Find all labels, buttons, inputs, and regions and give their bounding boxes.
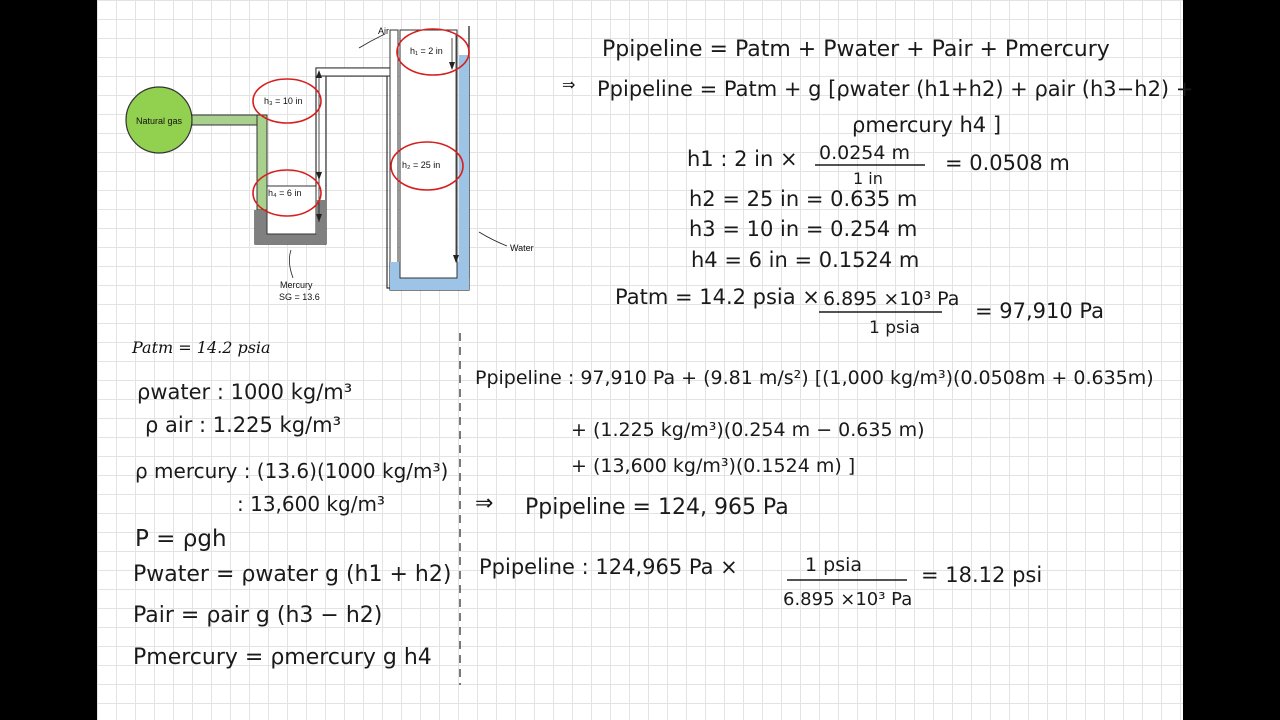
gas-riser — [256, 114, 268, 211]
water-column — [459, 55, 469, 285]
mercury-pointer — [289, 249, 294, 279]
pipeline-calc-line1: Ppipeline : 97,910 Pa + (9.81 m/s²) [(1,… — [475, 367, 1154, 389]
h2-circle — [390, 141, 464, 191]
h1-conversion-lhs: h1 : 2 in × — [687, 147, 798, 171]
h1-conversion-num: 0.0254 m — [819, 142, 910, 164]
h3-circle — [252, 78, 322, 124]
rho-mercury-result: : 13,600 kg/m³ — [237, 492, 385, 516]
h1-conversion-rhs: = 0.0508 m — [945, 151, 1070, 175]
implies-arrow-2: ⇒ — [475, 491, 493, 516]
hydrostatic-formula: P = ρgh — [135, 526, 227, 552]
notes-page: Natural gas h₃ = 10 in — [97, 0, 1193, 720]
mercury-inner — [266, 185, 317, 235]
p-water-formula: Pwater = ρwater g (h1 + h2) — [133, 562, 451, 587]
p-mercury-formula: Pmercury = ρmercury g h4 — [133, 645, 432, 670]
patm-given: Patm = 14.2 psia — [131, 338, 271, 357]
pipeline-conv-num: 1 psia — [805, 554, 862, 576]
h1-circle — [396, 28, 470, 76]
air-label: Air — [378, 26, 389, 36]
h2-label: h₂ = 25 in — [402, 160, 440, 170]
natural-gas-tank — [125, 86, 193, 154]
h3-label: h₃ = 10 in — [264, 96, 302, 106]
pipeline-conv-rhs: = 18.12 psi — [921, 563, 1042, 587]
pipeline-conv-lhs: Ppipeline : 124,965 Pa × — [479, 555, 738, 579]
pipeline-result-pa: Ppipeline = 124, 965 Pa — [525, 495, 789, 520]
h2-conversion: h2 = 25 in = 0.635 m — [689, 187, 917, 211]
gas-pipe — [191, 114, 263, 126]
manometer-diagram: Natural gas h₃ = 10 in — [125, 26, 534, 302]
p-air-formula: Pair = ρair g (h3 − h2) — [133, 603, 382, 628]
water-pointer — [478, 231, 508, 247]
air-top-pipe — [315, 67, 397, 77]
mercury-sg-label: SG = 13.6 — [279, 292, 320, 302]
eq-pipeline-expanded-2: ρmercury h4 ] — [852, 113, 1001, 137]
pipeline-calc-line3: + (13,600 kg/m³)(0.1524 m) ] — [571, 455, 855, 477]
rho-mercury-calc: ρ mercury : (13.6)(1000 kg/m³) — [135, 459, 448, 483]
water-label: Water — [510, 243, 534, 253]
water-inner — [399, 29, 458, 279]
mercury-column — [316, 200, 326, 234]
red-highlights — [252, 28, 470, 217]
eq-pipeline-expanded: Ppipeline = Patm + g [ρwater (h1+h2) + ρ… — [597, 77, 1193, 101]
patm-conversion-lhs: Patm = 14.2 psia × — [615, 285, 820, 309]
natural-gas-label: Natural gas — [136, 116, 183, 126]
left-bottom-notes: Patm = 14.2 psia ρwater : 1000 kg/m³ ρ a… — [131, 338, 451, 670]
pipeline-calc-line2: + (1.225 kg/m³)(0.254 m − 0.635 m) — [571, 419, 925, 441]
pipeline-conv-den: 6.895 ×10³ Pa — [783, 589, 912, 610]
mercury-label: Mercury — [280, 280, 313, 290]
h3-conversion: h3 = 10 in = 0.254 m — [689, 217, 917, 241]
implies-arrow-1: ⇒ — [562, 75, 575, 94]
right-top-notes: Ppipeline = Patm + Pwater + Pair + Pmerc… — [562, 37, 1193, 338]
patm-conversion-rhs: = 97,910 Pa — [975, 299, 1104, 323]
right-bottom-notes: Ppipeline : 97,910 Pa + (9.81 m/s²) [(1,… — [475, 367, 1154, 610]
air-pointer — [358, 33, 386, 49]
h4-label: h₄ = 6 in — [268, 188, 301, 198]
eq-pipeline-sum: Ppipeline = Patm + Pwater + Pair + Pmerc… — [602, 37, 1110, 62]
arrow-heads — [316, 62, 459, 263]
notes-canvas: Natural gas h₃ = 10 in — [125, 26, 1193, 685]
h1-conversion-den: 1 in — [853, 169, 883, 188]
h4-conversion: h4 = 6 in = 0.1524 m — [691, 248, 919, 272]
patm-conversion-num: 6.895 ×10³ Pa — [823, 288, 959, 310]
rho-water-given: ρwater : 1000 kg/m³ — [137, 380, 352, 404]
h4-circle — [252, 169, 322, 217]
rho-air-given: ρ air : 1.225 kg/m³ — [145, 413, 341, 437]
patm-conversion-den: 1 psia — [869, 318, 920, 338]
h1-label: h₁ = 2 in — [410, 46, 443, 56]
